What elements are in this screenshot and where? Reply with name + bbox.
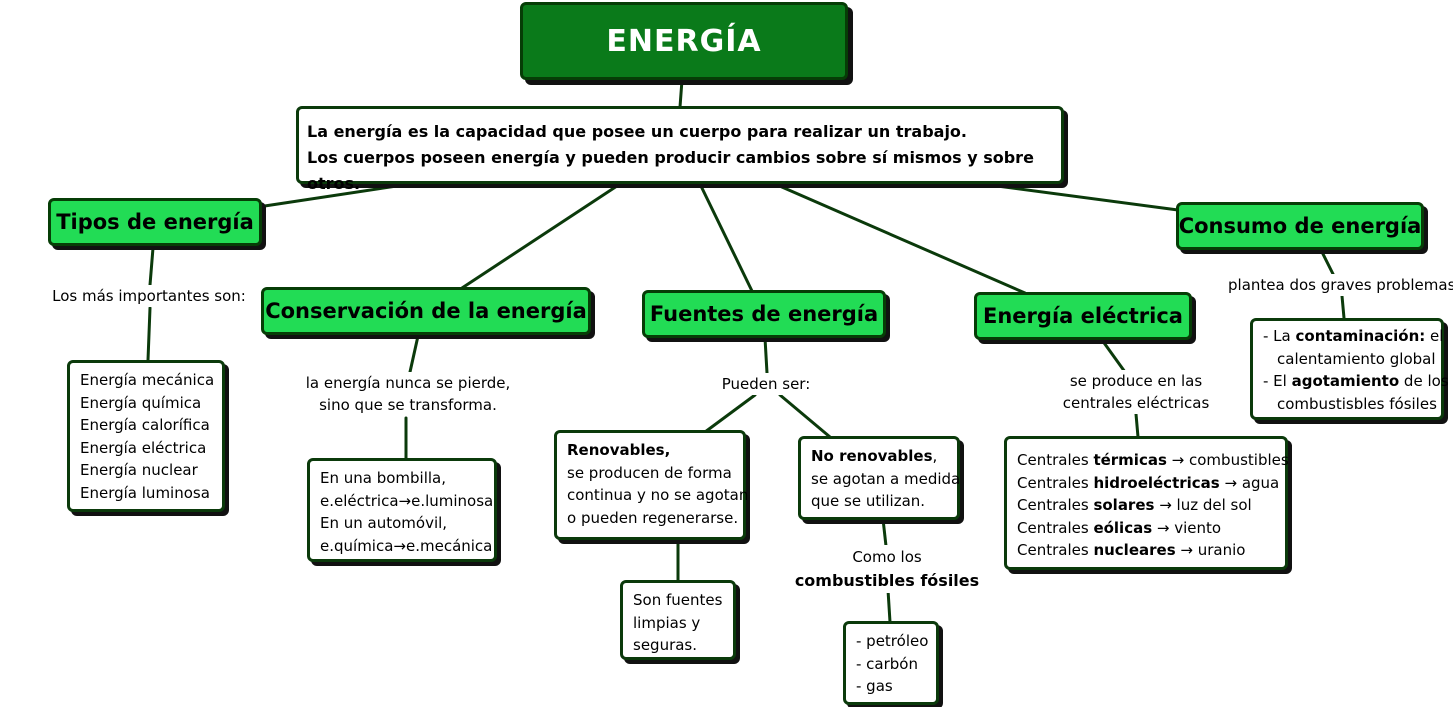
conservacion-item: En una bombilla,	[320, 469, 447, 487]
conservacion-connector-line-1: la energía nunca se pierde,	[305, 374, 511, 392]
conservacion-item: e.química→e.mecánica	[320, 536, 493, 555]
link-definition-consumo	[980, 182, 1180, 212]
electrica-connector-label: se produce en las centrales eléctricas	[1046, 370, 1226, 414]
fosiles-connector-line-2: combustibles fósiles	[794, 571, 980, 590]
no-renovables-title-line: No renovables,	[811, 445, 947, 468]
central-item: Centrales solares → luz del sol	[1017, 496, 1252, 514]
renovables-extra-line: Son fuentes	[633, 591, 723, 609]
renovables-node: Renovables, se producen de forma continu…	[554, 430, 749, 540]
conservacion-connector-label: la energía nunca se pierde, sino que se …	[300, 372, 516, 416]
tipos-list: Energía mecánica Energía química Energía…	[67, 360, 225, 512]
title-node: ENERGÍA	[520, 2, 848, 80]
link-title-definition	[678, 78, 684, 109]
consumo-heading: Consumo de energía	[1178, 214, 1422, 238]
central-item: Centrales eólicas → viento	[1017, 518, 1222, 537]
no-renovables-title: No renovables	[811, 447, 933, 465]
consumo-list: - La contaminación: el calentamiento glo…	[1250, 318, 1449, 420]
renovables-title: Renovables,	[567, 441, 671, 459]
fosiles-item: - gas	[856, 677, 893, 695]
tipos-heading: Tipos de energía	[56, 210, 254, 234]
conservacion-connector-line-2: sino que se transforma.	[319, 396, 497, 414]
tipos-item: Energía nuclear	[80, 461, 198, 479]
link-conservacion-connector	[408, 334, 420, 374]
fosiles-connector-line-1: Como los	[852, 548, 922, 566]
no-renovables-line: se agotan a medida	[811, 469, 961, 488]
consumo-problem-2: - El agotamiento de los	[1263, 372, 1449, 390]
renovables-line: continua y no se agotan	[567, 486, 749, 504]
link-connector-norenovables	[778, 393, 832, 439]
conservacion-node: Conservación de la energía	[261, 287, 591, 335]
link-definition-conservacion	[460, 182, 622, 290]
conservacion-item: e.eléctrica→e.luminosa	[320, 491, 494, 510]
tipos-item: Energía luminosa	[80, 483, 210, 502]
electrica-connector-line-1: se produce en las	[1069, 372, 1203, 390]
conservacion-item: En un automóvil,	[320, 514, 448, 532]
renovables-line: o pueden regenerarse.	[567, 508, 739, 527]
fosiles-list: - petróleo - carbón - gas	[843, 621, 939, 705]
link-fuentes-connector	[763, 336, 769, 375]
link-electrica-list	[1134, 412, 1140, 439]
fosiles-item: - petróleo	[856, 632, 929, 650]
consumo-problem-1: - La contaminación: el	[1263, 327, 1444, 345]
link-fosiles-list	[886, 588, 892, 624]
renovables-extra-line: seguras.	[633, 636, 698, 654]
electrica-heading: Energía eléctrica	[983, 304, 1183, 328]
tipos-item: Energía eléctrica	[80, 438, 207, 457]
fuentes-heading: Fuentes de energía	[649, 302, 879, 326]
electrica-node: Energía eléctrica	[974, 292, 1192, 340]
link-tipos-list	[146, 306, 152, 362]
link-definition-electrica	[773, 182, 1027, 295]
central-item: Centrales hidroeléctricas → agua	[1017, 473, 1280, 492]
renovables-line: se producen de forma	[567, 463, 732, 482]
link-consumo-connector	[1320, 250, 1337, 280]
link-norenovables-fosiles	[881, 517, 888, 548]
central-item: Centrales nucleares → uranio	[1017, 541, 1246, 559]
renovables-extra-line: limpias y	[633, 613, 701, 632]
central-item: Centrales térmicas → combustibles	[1017, 451, 1289, 469]
renovables-extra-node: Son fuentes limpias y seguras.	[620, 580, 736, 660]
link-consumo-list	[1340, 294, 1346, 320]
consumo-problem-2-line-2: combustisbles fósiles	[1277, 394, 1437, 413]
title-text: ENERGÍA	[606, 23, 762, 59]
link-definition-fuentes	[698, 182, 754, 293]
definition-node: La energía es la capacidad que posee un …	[296, 106, 1064, 193]
fosiles-connector-label: Como los combustibles fósiles	[790, 545, 984, 593]
conservacion-heading: Conservación de la energía	[265, 299, 587, 323]
consumo-node: Consumo de energía	[1176, 202, 1424, 250]
no-renovables-title-suffix: ,	[932, 447, 938, 465]
fuentes-connector-label: Pueden ser:	[714, 373, 818, 395]
consumo-connector-label: plantea dos graves problemas	[1228, 274, 1453, 296]
definition-line-2: Los cuerpos poseen energía y pueden prod…	[307, 148, 1034, 193]
link-tipos-connector	[148, 246, 155, 287]
no-renovables-node: No renovables, se agotan a medida que se…	[798, 436, 960, 520]
tipos-connector-label: Los más importantes son:	[52, 285, 246, 307]
conservacion-list: En una bombilla, e.eléctrica→e.luminosa …	[307, 458, 497, 562]
definition-line-1: La energía es la capacidad que posee un …	[307, 122, 967, 141]
fuentes-node: Fuentes de energía	[642, 290, 886, 338]
tipos-item: Energía química	[80, 393, 202, 412]
link-definition-tipos	[256, 182, 412, 209]
no-renovables-line: que se utilizan.	[811, 492, 926, 510]
electrica-connector-line-2: centrales eléctricas	[1062, 394, 1210, 412]
tipos-item: Energía calorífica	[80, 416, 210, 434]
fosiles-item: - carbón	[856, 654, 918, 673]
tipos-item: Energía mecánica	[80, 371, 215, 389]
link-connector-renovables	[703, 393, 757, 434]
link-electrica-connector	[1100, 338, 1127, 374]
centrales-list: Centrales térmicas → combustibles Centra…	[1004, 436, 1289, 570]
consumo-problem-1-line-2: calentamiento global	[1277, 349, 1436, 368]
tipos-node: Tipos de energía	[48, 198, 262, 246]
